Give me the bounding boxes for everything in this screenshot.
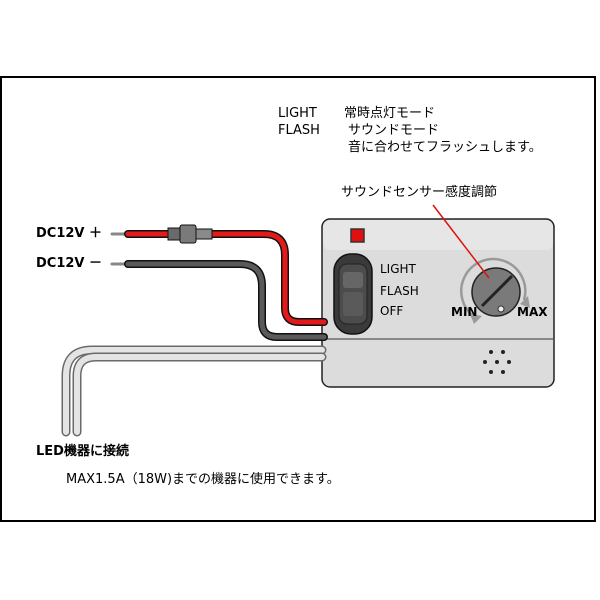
switch-flash-label: FLASH xyxy=(380,284,419,298)
light-mode-desc: 常時点灯モード xyxy=(344,106,436,121)
output-note: MAX1.5A（18W)までの機器に使用できます。 xyxy=(66,472,340,487)
switch-light-label: LIGHT xyxy=(380,262,416,276)
dial-min-label: MIN xyxy=(451,305,478,319)
flash-mode-desc: サウンドモード xyxy=(348,123,440,138)
switch-off-label: OFF xyxy=(380,304,404,318)
sensor-label: サウンドセンサー感度調節 xyxy=(341,185,498,200)
fuse-holder xyxy=(167,224,213,244)
microphone-grille xyxy=(483,350,511,374)
mode-switch xyxy=(333,253,373,335)
sensor-pointer xyxy=(432,204,490,279)
controller-housing xyxy=(321,218,555,388)
output-title: LED機器に接続 xyxy=(36,444,129,459)
flash-mode-desc-2: 音に合わせてフラッシュします。 xyxy=(348,140,542,155)
light-mode-label: LIGHT xyxy=(278,106,317,121)
sensitivity-dial xyxy=(460,257,530,324)
housing-top-panel xyxy=(323,220,553,250)
negative-input-label: DC12V － xyxy=(36,256,103,271)
positive-wire xyxy=(110,230,328,326)
indicator-led xyxy=(350,228,365,243)
negative-wire xyxy=(110,260,328,341)
dial-max-label: MAX xyxy=(517,305,548,319)
positive-input-label: DC12V ＋ xyxy=(36,226,103,241)
flash-mode-label: FLASH xyxy=(278,123,320,138)
output-wire xyxy=(61,345,327,437)
